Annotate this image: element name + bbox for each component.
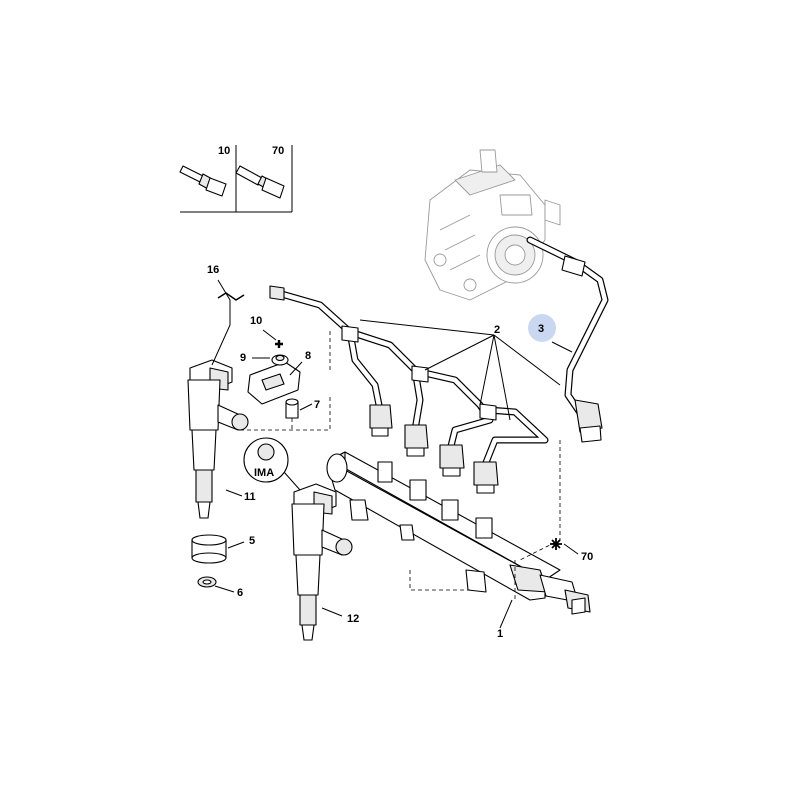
highlight-marker <box>528 314 556 342</box>
fuel-rail-1 <box>326 451 591 615</box>
label-10: 10 <box>250 315 262 327</box>
label-1: 1 <box>497 628 503 640</box>
ima-badge: IMA <box>243 437 301 491</box>
label-8: 8 <box>305 350 311 362</box>
label-70: 70 <box>581 551 593 563</box>
inset-label-70: 70 <box>272 145 284 157</box>
injector-11 <box>187 359 249 519</box>
label-9: 9 <box>240 352 246 364</box>
asterisk-icon <box>550 538 562 550</box>
inset-label-10: 10 <box>218 145 230 157</box>
label-5: 5 <box>249 535 255 547</box>
label-16: 16 <box>207 264 219 276</box>
label-11: 11 <box>244 491 256 503</box>
seal-16-icon <box>217 292 245 301</box>
pipes-2 <box>269 285 549 494</box>
fuel-pump <box>424 149 561 301</box>
ima-label: IMA <box>254 467 274 479</box>
screw-10-icon <box>179 165 227 197</box>
screw-inset: 10 70 <box>179 145 293 213</box>
label-2: 2 <box>494 324 500 336</box>
clamp-assembly <box>247 340 301 419</box>
callouts <box>211 279 579 629</box>
washer-6-icon <box>197 576 217 588</box>
screw-70-icon <box>235 165 285 199</box>
label-7: 7 <box>314 399 320 411</box>
label-6: 6 <box>237 587 243 599</box>
pipe-3 <box>526 236 609 443</box>
label-12: 12 <box>347 613 359 625</box>
ring-5-icon <box>191 534 227 564</box>
label-3: 3 <box>538 323 544 335</box>
injector-12 <box>291 483 353 641</box>
